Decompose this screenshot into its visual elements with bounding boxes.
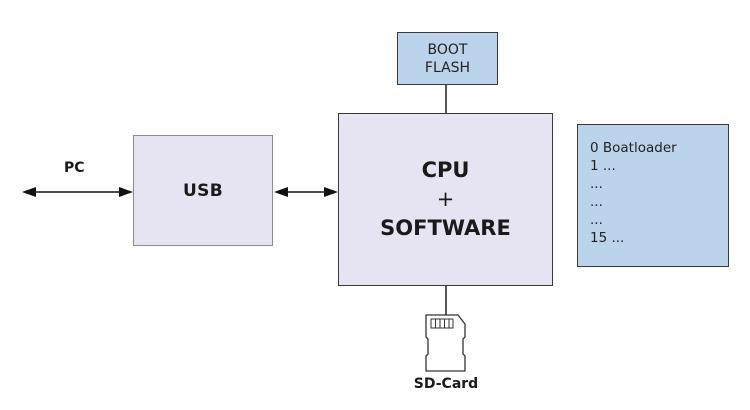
pc-usb-arrow — [22, 187, 133, 197]
arrowhead-right-icon — [119, 187, 133, 197]
slot-list: 0 Boatloader 1 ... ... ... ... 15 ... — [590, 139, 677, 247]
boot-flash-label-line2: FLASH — [424, 59, 471, 76]
usb-cpu-arrow — [274, 187, 338, 197]
pc-label: PC — [64, 160, 85, 176]
sd-card-icon — [425, 314, 466, 372]
arrowhead-right-icon — [324, 187, 338, 197]
sd-card-label: SD-Card — [413, 376, 479, 392]
slot-item: 1 ... — [590, 158, 616, 174]
cpu-label-plus: + — [436, 187, 455, 211]
slot-item: ... — [590, 212, 603, 228]
cpu-label-line3: SOFTWARE — [380, 216, 511, 240]
slot-list-block: 0 Boatloader 1 ... ... ... ... 15 ... — [577, 124, 729, 267]
slot-item: 0 Boatloader — [590, 140, 677, 156]
boot-flash-label: BOOT FLASH — [425, 41, 470, 77]
cpu-software-block: CPU + SOFTWARE — [338, 113, 553, 286]
cpu-label: CPU + SOFTWARE — [380, 156, 511, 243]
boot-flash-block: BOOT FLASH — [397, 32, 498, 85]
cpu-label-line1: CPU — [421, 158, 470, 182]
arrowhead-left-icon — [274, 187, 288, 197]
usb-label: USB — [183, 180, 223, 201]
slot-item: ... — [590, 194, 603, 210]
slot-item: 15 ... — [590, 230, 625, 246]
slot-item: ... — [590, 176, 603, 192]
usb-block: USB — [133, 135, 273, 246]
boot-flash-label-line1: BOOT — [427, 41, 468, 58]
arrowhead-left-icon — [22, 187, 36, 197]
